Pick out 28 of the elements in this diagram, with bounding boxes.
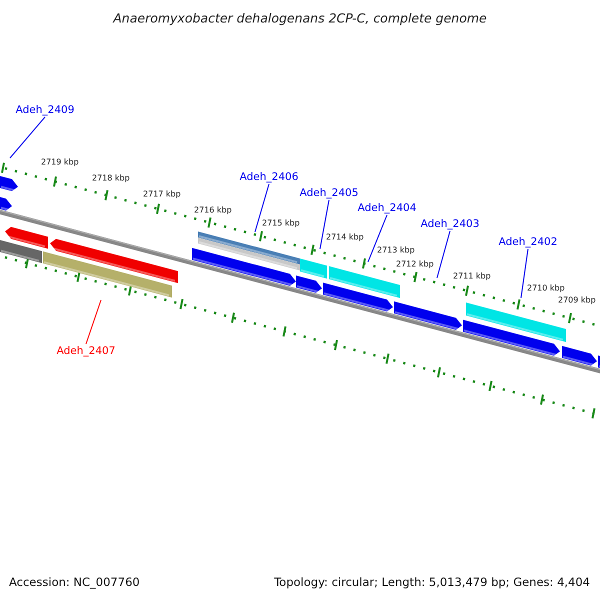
scale-label: 2713 kbp	[377, 246, 415, 254]
scale-label: 2711 kbp	[453, 272, 491, 280]
scale-label: 2717 kbp	[143, 190, 181, 198]
gene-label: Adeh_2409	[16, 104, 74, 116]
leader-line	[320, 200, 330, 250]
gene-label: Adeh_2403	[420, 218, 480, 230]
gene-label: Adeh_2405	[300, 187, 358, 199]
leader-line	[86, 300, 102, 344]
scale-label: 2718 kbp	[92, 174, 130, 182]
scale-label: 2710 kbp	[527, 284, 565, 292]
scale-label: 2714 kbp	[326, 232, 364, 242]
gene-label: Adeh_2406	[240, 171, 298, 183]
scale-label: 2709 kbp	[558, 296, 596, 304]
gene-label: Adeh_2402	[498, 236, 558, 248]
title: Anaeromyxobacter dehalogenans 2CP-C, complete genome	[113, 10, 487, 26]
leader-line	[254, 184, 270, 232]
accession-text: Accession: NC_007760	[9, 575, 140, 589]
scale-label: 2715 kbp	[262, 218, 300, 228]
genome-info-text: Topology: circular; Length: 5,013,479 bp; Genes: 4,404	[274, 575, 590, 589]
leader-line	[10, 116, 46, 158]
leader-line	[436, 230, 450, 278]
gene-label: Adeh_2407	[56, 345, 116, 357]
scale-label: 2719 kbp	[41, 158, 79, 166]
scale-label: 2712 kbp	[396, 260, 434, 268]
leader-line	[368, 214, 388, 262]
scale-label: 2716 kbp	[194, 206, 232, 214]
gene-label: Adeh_2404	[358, 202, 416, 214]
leader-line	[520, 248, 528, 298]
